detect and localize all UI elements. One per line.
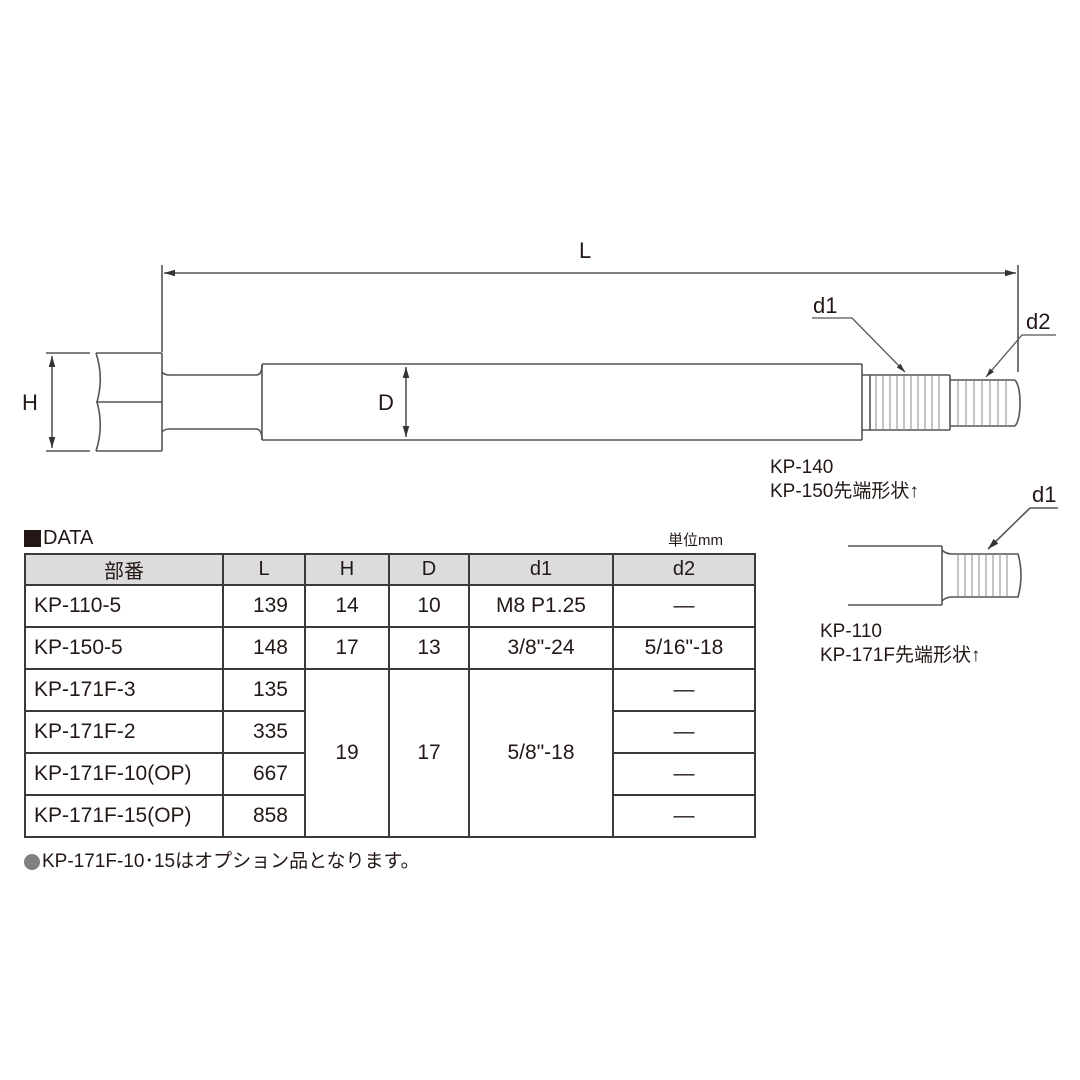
footnote: KP-171F-10･15はオプション品となります。	[24, 850, 420, 874]
cell-d: 13	[388, 626, 470, 670]
cell-d-merged: 17	[388, 668, 470, 838]
callout-line-1: KP-140	[770, 457, 834, 478]
cell-d: 10	[388, 584, 470, 628]
footnote-text: KP-171F-10･15はオプション品となります。	[42, 851, 420, 872]
cell-d1: 3/8"-24	[468, 626, 614, 670]
cell-part: KP-110-5	[24, 584, 224, 628]
cell-l: 148	[222, 626, 306, 670]
unit-label: 単位mm	[668, 532, 723, 549]
cell-part: KP-171F-3	[24, 668, 224, 712]
cell-l: 858	[222, 794, 306, 838]
dimension-label-d1-alt: d1	[1032, 482, 1057, 507]
table-row: KP-110-5 139 14 10 M8 P1.25 —	[24, 584, 756, 628]
header-l: L	[222, 553, 306, 586]
cell-d2: 5/16"-18	[612, 626, 756, 670]
header-d: D	[388, 553, 470, 586]
table-header-row: 部番 L H D d1 d2	[24, 553, 756, 586]
header-d1: d1	[468, 553, 614, 586]
cell-d2: —	[612, 584, 756, 628]
cell-d2: —	[612, 668, 756, 712]
section-title-text: DATA	[43, 527, 94, 549]
cell-part: KP-171F-10(OP)	[24, 752, 224, 796]
cell-part: KP-150-5	[24, 626, 224, 670]
square-bullet-icon	[24, 529, 41, 547]
dimension-label-h: H	[22, 390, 38, 415]
cell-d2: —	[612, 752, 756, 796]
cell-d2: —	[612, 710, 756, 754]
circle-bullet-icon	[24, 854, 40, 870]
table-row: KP-171F-15(OP) 858 —	[24, 794, 756, 838]
dimension-label-d1: d1	[813, 293, 838, 318]
cell-part: KP-171F-2	[24, 710, 224, 754]
cell-l: 335	[222, 710, 306, 754]
callout-line-2: KP-171F先端形状↑	[820, 645, 981, 666]
header-part-number: 部番	[24, 553, 224, 586]
table-row: KP-171F-10(OP) 667 —	[24, 752, 756, 796]
table-row: KP-171F-3 135 19 17 5/8"-18 —	[24, 668, 756, 838]
cell-h: 14	[304, 584, 390, 628]
cell-d1-merged: 5/8"-18	[468, 668, 614, 838]
cell-l: 139	[222, 584, 306, 628]
callout-kp110-171f: KP-110 KP-171F先端形状↑	[820, 620, 980, 668]
table-row: KP-171F-2 335 —	[24, 710, 756, 754]
header-d2: d2	[612, 553, 756, 586]
cell-h: 17	[304, 626, 390, 670]
cell-h-merged: 19	[304, 668, 390, 838]
dimension-label-d2: d2	[1026, 309, 1051, 334]
table-row: KP-150-5 148 17 13 3/8"-24 5/16"-18	[24, 626, 756, 670]
header-h: H	[304, 553, 390, 586]
callout-line-1: KP-110	[820, 621, 882, 642]
dimension-label-d: D	[378, 390, 394, 415]
spec-table: 部番 L H D d1 d2 KP-110-5 139 14 10 M8 P1.…	[24, 553, 756, 838]
callout-kp140-150: KP-140 KP-150先端形状↑	[770, 456, 919, 504]
cell-d2: —	[612, 794, 756, 838]
callout-line-2: KP-150先端形状↑	[770, 481, 919, 502]
dimension-label-l: L	[579, 238, 592, 263]
cell-l: 667	[222, 752, 306, 796]
cell-l: 135	[222, 668, 306, 712]
section-title: DATA	[24, 526, 93, 550]
cell-d1: M8 P1.25	[468, 584, 614, 628]
cell-part: KP-171F-15(OP)	[24, 794, 224, 838]
